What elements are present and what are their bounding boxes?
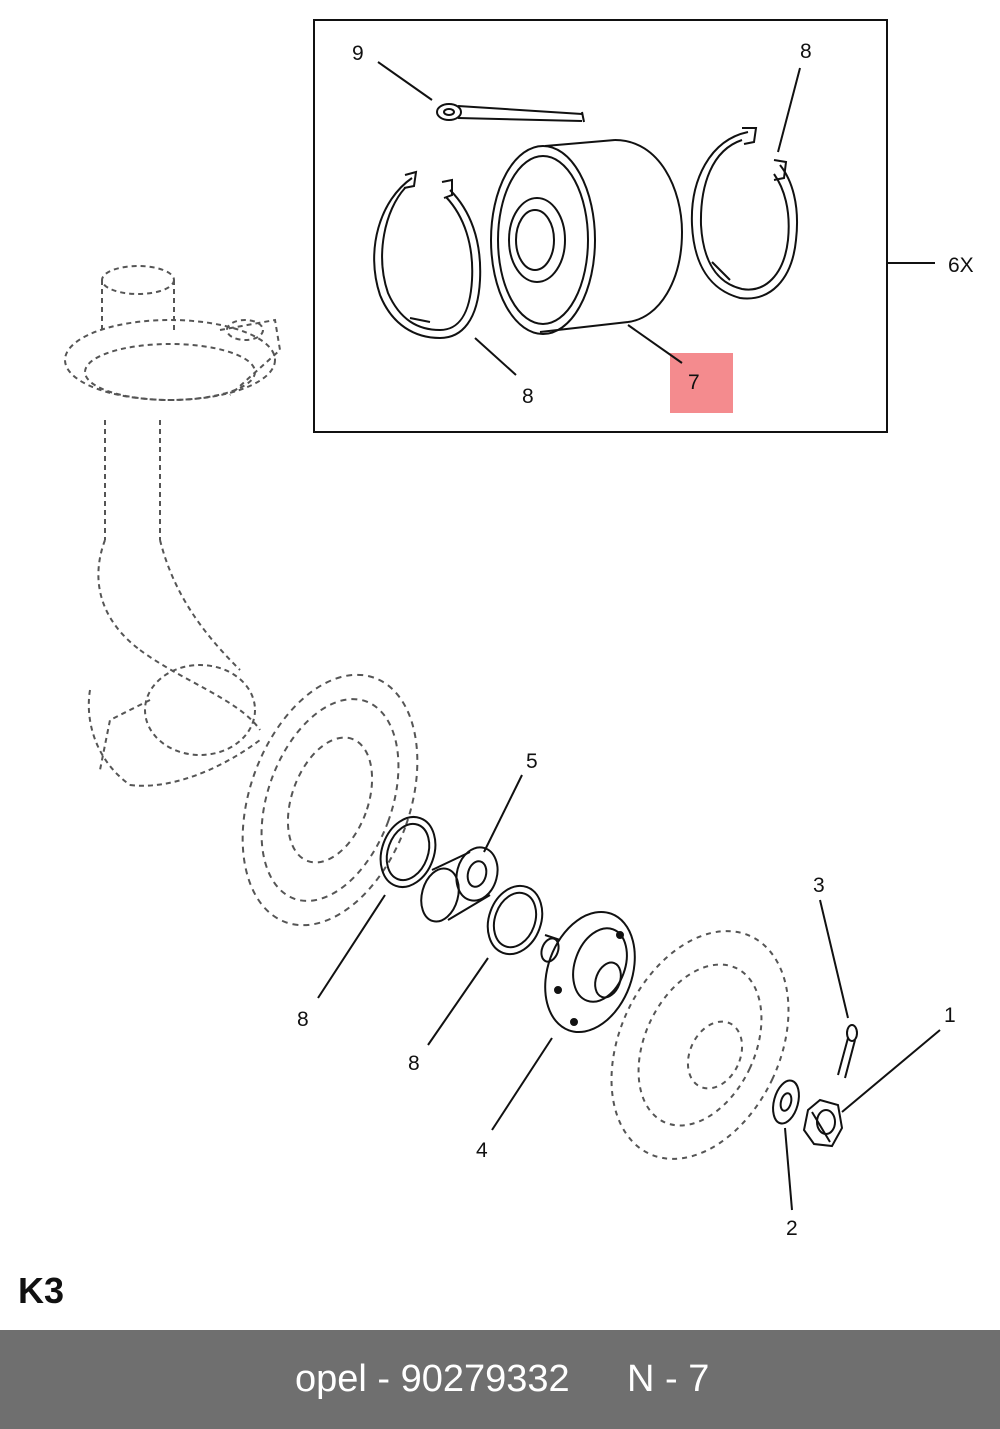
callout-7-inset: 7: [688, 371, 700, 394]
inset-panel: 9 8 8 7 6X: [313, 19, 974, 433]
exploded-parts-diagram: 9 8 8 7 6X: [64, 19, 974, 1240]
cotter-pin-assembly: [837, 1024, 858, 1079]
bearing-part-assembly: [420, 846, 499, 923]
retaining-ring-right: [690, 127, 798, 300]
callout-2: 2: [786, 1217, 798, 1240]
callout-9-inset: 9: [352, 42, 364, 65]
callout-8-inset-left: 8: [522, 385, 534, 408]
washer-part: [772, 1079, 800, 1125]
brake-disc-part: [241, 673, 419, 927]
inset-border: [313, 19, 888, 433]
retaining-ring-left: [373, 170, 482, 340]
part-number-label: opel - 90279332: [295, 1358, 570, 1400]
cotter-pin-part: [436, 103, 585, 123]
callout-3: 3: [813, 874, 825, 897]
steering-knuckle-part: [64, 265, 282, 787]
callout-4: 4: [476, 1139, 488, 1162]
wheel-hub-part: [540, 910, 636, 1034]
footer-bar: opel - 90279332 N - 7: [0, 1330, 1000, 1429]
callout-5: 5: [526, 750, 538, 773]
bearing-part-inset: [490, 139, 684, 335]
quantity-label: 6X: [948, 254, 974, 277]
assembly-leader-lines: [317, 774, 941, 1211]
reference-label: N - 7: [627, 1358, 710, 1400]
brake-disc-outer: [610, 930, 790, 1160]
page-code-label: K3: [18, 1270, 65, 1311]
inset-leader-lines: [377, 61, 935, 376]
callout-8-inset-right: 8: [800, 40, 812, 63]
callout-1: 1: [944, 1004, 956, 1027]
retaining-ring-assembly-a: [379, 816, 437, 888]
retaining-ring-assembly-b: [486, 884, 544, 956]
callout-8-a: 8: [297, 1008, 309, 1031]
callout-8-b: 8: [408, 1052, 420, 1075]
castle-nut-part: [802, 1098, 844, 1148]
